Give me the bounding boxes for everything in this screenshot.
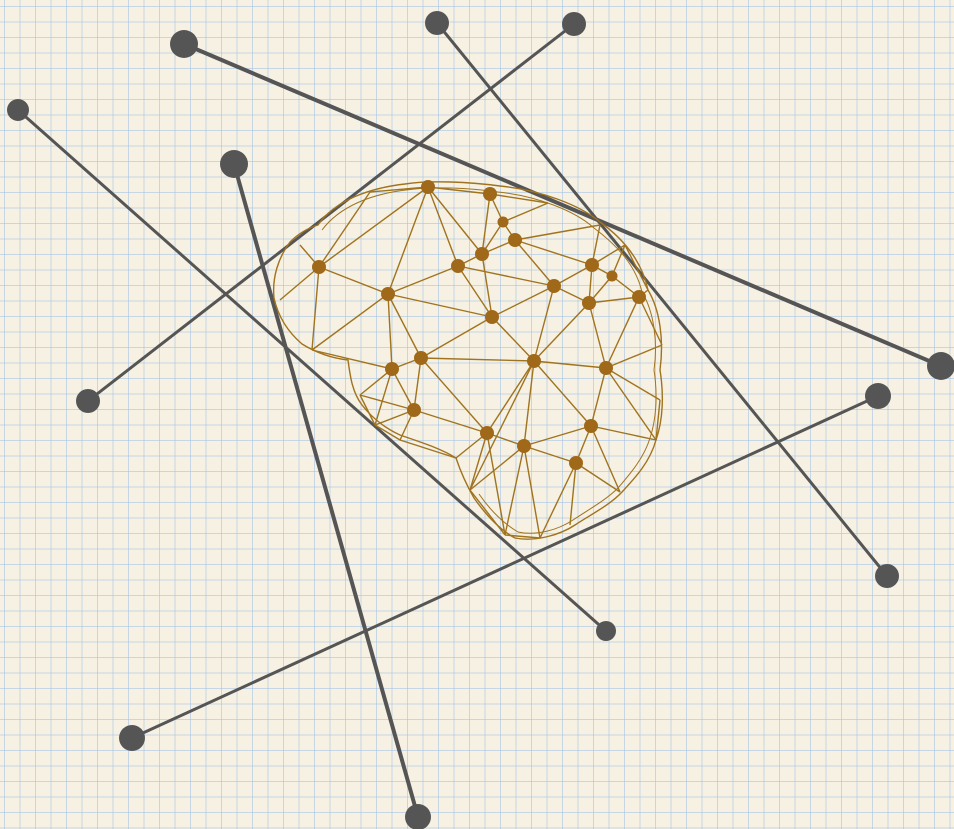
brain-edge (360, 395, 414, 410)
brain-node (607, 271, 618, 282)
brain-edge (312, 294, 388, 350)
brain-node (508, 233, 522, 247)
connector-line (88, 24, 574, 401)
brain-edge (515, 240, 592, 265)
brain-edge (280, 267, 319, 300)
connector-line (437, 23, 887, 576)
brain-edge (388, 294, 421, 358)
brain-node (498, 217, 509, 228)
connector-line (132, 396, 878, 738)
pin-dot-icon (425, 11, 449, 35)
brain-node (585, 258, 599, 272)
brain-edge (421, 358, 534, 361)
pin-dot-icon (220, 150, 248, 178)
brain-edge (319, 187, 428, 267)
brain-node (485, 310, 499, 324)
brain-edge (388, 294, 492, 317)
brain-edge (606, 368, 656, 440)
brain-edge (319, 267, 388, 294)
brain-edge (492, 286, 554, 317)
brain-edge (591, 368, 606, 426)
brain-edge (524, 446, 540, 538)
brain-edge (388, 294, 392, 369)
pin-dot-icon (927, 352, 954, 380)
brain-edge (540, 463, 576, 538)
brain-node (451, 259, 465, 273)
brain-edge (591, 426, 656, 440)
brain-edge (606, 297, 639, 368)
brain-edge (388, 187, 428, 294)
connector-lines (18, 23, 941, 817)
pin-dot-icon (7, 99, 29, 121)
brain-edge (515, 225, 600, 240)
brain-node (475, 247, 489, 261)
brain-edge (505, 535, 540, 538)
connector-endpoints (7, 11, 954, 829)
brain-edge (414, 358, 421, 410)
brain-node (483, 187, 497, 201)
brain-node (569, 456, 583, 470)
brain-edge (524, 426, 591, 446)
brain-node (407, 403, 421, 417)
brain-edge (421, 358, 487, 433)
brain-edge (625, 245, 648, 290)
brain-node (547, 279, 561, 293)
pin-dot-icon (562, 12, 586, 36)
brain-node (517, 439, 531, 453)
pin-dot-icon (865, 383, 891, 409)
brain-edge (312, 267, 319, 350)
brain-edge (421, 317, 492, 358)
brain-edge (503, 203, 548, 222)
brain-node (414, 351, 428, 365)
brain-edge (470, 490, 505, 535)
brain-edge (524, 446, 576, 463)
brain-edge (482, 194, 490, 254)
brain-edge (589, 297, 639, 303)
pin-dot-icon (119, 725, 145, 751)
brain-edge (482, 254, 492, 317)
brain-node (385, 362, 399, 376)
brain-edge (534, 361, 606, 368)
connector-line (184, 44, 941, 366)
brain-outline-secondary (322, 188, 656, 533)
brain-edge (312, 350, 392, 369)
brain-node (381, 287, 395, 301)
brain-node (584, 419, 598, 433)
brain-edge (487, 433, 505, 535)
brain-edge (589, 303, 606, 368)
brain-node (312, 260, 326, 274)
brain-node (421, 180, 435, 194)
brain-node (582, 296, 596, 310)
pin-dot-icon (596, 621, 616, 641)
brain-node (527, 354, 541, 368)
pin-dot-icon (76, 389, 100, 413)
brain-network (274, 180, 663, 539)
pin-dot-icon (875, 564, 899, 588)
brain-node (599, 361, 613, 375)
brain-edge (428, 187, 458, 266)
pin-dot-icon (170, 30, 198, 58)
brain-edge (606, 368, 660, 400)
brain-edge (534, 361, 591, 426)
brain-node (480, 426, 494, 440)
brain-edge (492, 317, 534, 361)
brain-edge (428, 187, 482, 254)
brain-edge (458, 266, 492, 317)
brain-edge (388, 266, 458, 294)
brain-node (632, 290, 646, 304)
pin-dot-icon (405, 804, 431, 829)
